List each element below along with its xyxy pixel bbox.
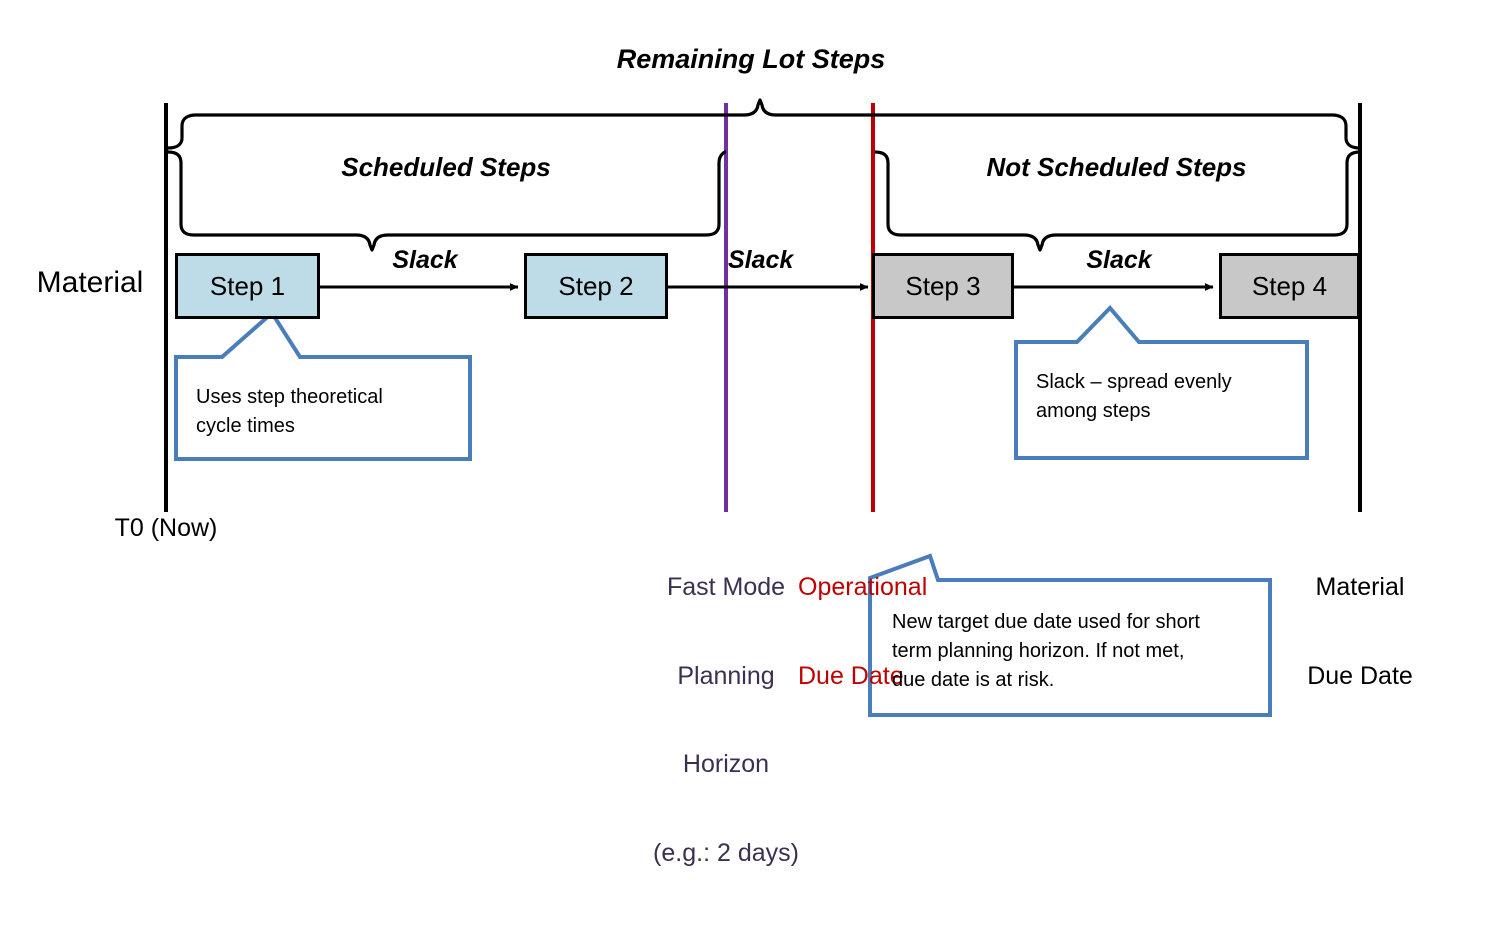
material-due-line-2: Due Date: [1307, 661, 1413, 690]
callout-cycle-times-line-2: cycle times: [196, 415, 295, 437]
callout-slack-shape: [1014, 305, 1309, 460]
diagram-canvas: Remaining Lot Steps Scheduled Steps Not …: [36, 44, 1413, 867]
callout-due-date-line-3: due date is at risk.: [892, 669, 1055, 691]
callout-slack-line-2: among steps: [1036, 400, 1151, 422]
axis-label-t0: T0 (Now): [114, 514, 218, 542]
callout-slack-line-1: Slack – spread evenly: [1036, 371, 1232, 393]
brace-remaining-lot-steps: [167, 98, 1361, 150]
callout-due-date-shape: [868, 553, 1272, 717]
step-box-step-1[interactable]: Step 1: [175, 253, 320, 319]
callout-due-date: New target due date used for short term …: [870, 592, 1270, 715]
axis-label-operational-due-date: Operational Due Date: [798, 514, 998, 750]
callout-due-date-line-1: New target due date used for short: [892, 611, 1200, 633]
brace-label-not-scheduled-steps: Not Scheduled Steps: [986, 152, 1247, 182]
callout-slack: Slack – spread evenly among steps: [1016, 352, 1307, 458]
fast-mode-line-4: (e.g.: 2 days): [653, 838, 799, 867]
fast-mode-line-2: Planning: [677, 661, 775, 690]
step-box-step-2[interactable]: Step 2: [524, 253, 668, 319]
fast-mode-line-1: Fast Mode: [666, 573, 786, 601]
slack-label-3: Slack: [1086, 246, 1152, 274]
callout-cycle-times: Uses step theoretical cycle times: [176, 367, 470, 459]
axis-label-fast-mode-planning-horizon: Fast Mode Planning Horizon (e.g.: 2 days…: [626, 514, 826, 927]
step-box-step-4[interactable]: Step 4: [1219, 253, 1360, 319]
callout-cycle-times-shape: [174, 309, 472, 461]
material-due-line-1: Material: [1315, 573, 1405, 601]
brace-scheduled-steps: [167, 150, 727, 252]
callout-cycle-times-line-1: Uses step theoretical: [196, 386, 383, 408]
slack-label-1: Slack: [392, 246, 458, 274]
fast-mode-line-3: Horizon: [682, 750, 770, 778]
operational-line-2: Due Date: [798, 661, 904, 690]
axis-label-material-due-date: Material Due Date: [1260, 514, 1460, 750]
brace-label-scheduled-steps: Scheduled Steps: [341, 152, 551, 182]
operational-line-1: Operational: [798, 573, 928, 601]
slack-label-2: Slack: [728, 246, 794, 274]
diagram-title: Remaining Lot Steps: [616, 44, 886, 74]
row-label-material: Material: [36, 266, 144, 299]
diagram-vector-layer: [164, 98, 1362, 717]
step-box-step-3[interactable]: Step 3: [872, 253, 1014, 319]
callout-due-date-line-2: term planning horizon. If not met,: [892, 640, 1185, 662]
brace-not-scheduled-steps: [874, 150, 1361, 252]
